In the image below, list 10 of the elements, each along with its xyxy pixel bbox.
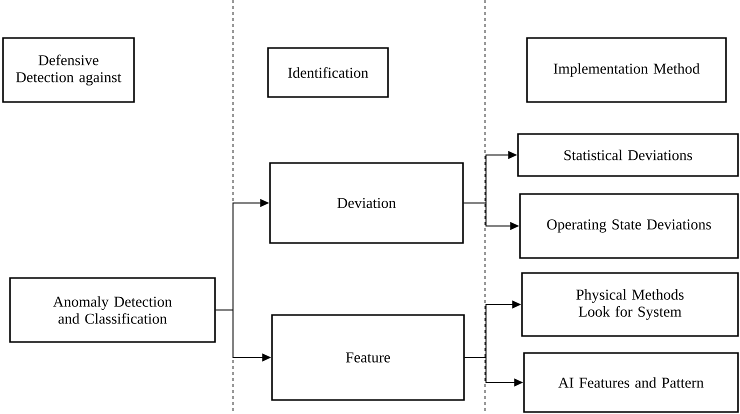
method-box: Operating State Deviations: [519, 193, 739, 259]
column-header-box: Defensive Detection against: [2, 37, 135, 103]
process-box: Deviation: [269, 162, 464, 244]
column-header-box: Implementation Method: [526, 37, 727, 103]
method-box: Statistical Deviations: [517, 133, 739, 177]
process-box: Feature: [271, 314, 465, 401]
column-header-box: Identification: [267, 47, 389, 98]
method-box: AI Features and Pattern: [523, 352, 739, 413]
method-box: Physical Methods Look for System: [521, 272, 739, 337]
process-box: Anomaly Detection and Classification: [9, 277, 216, 343]
